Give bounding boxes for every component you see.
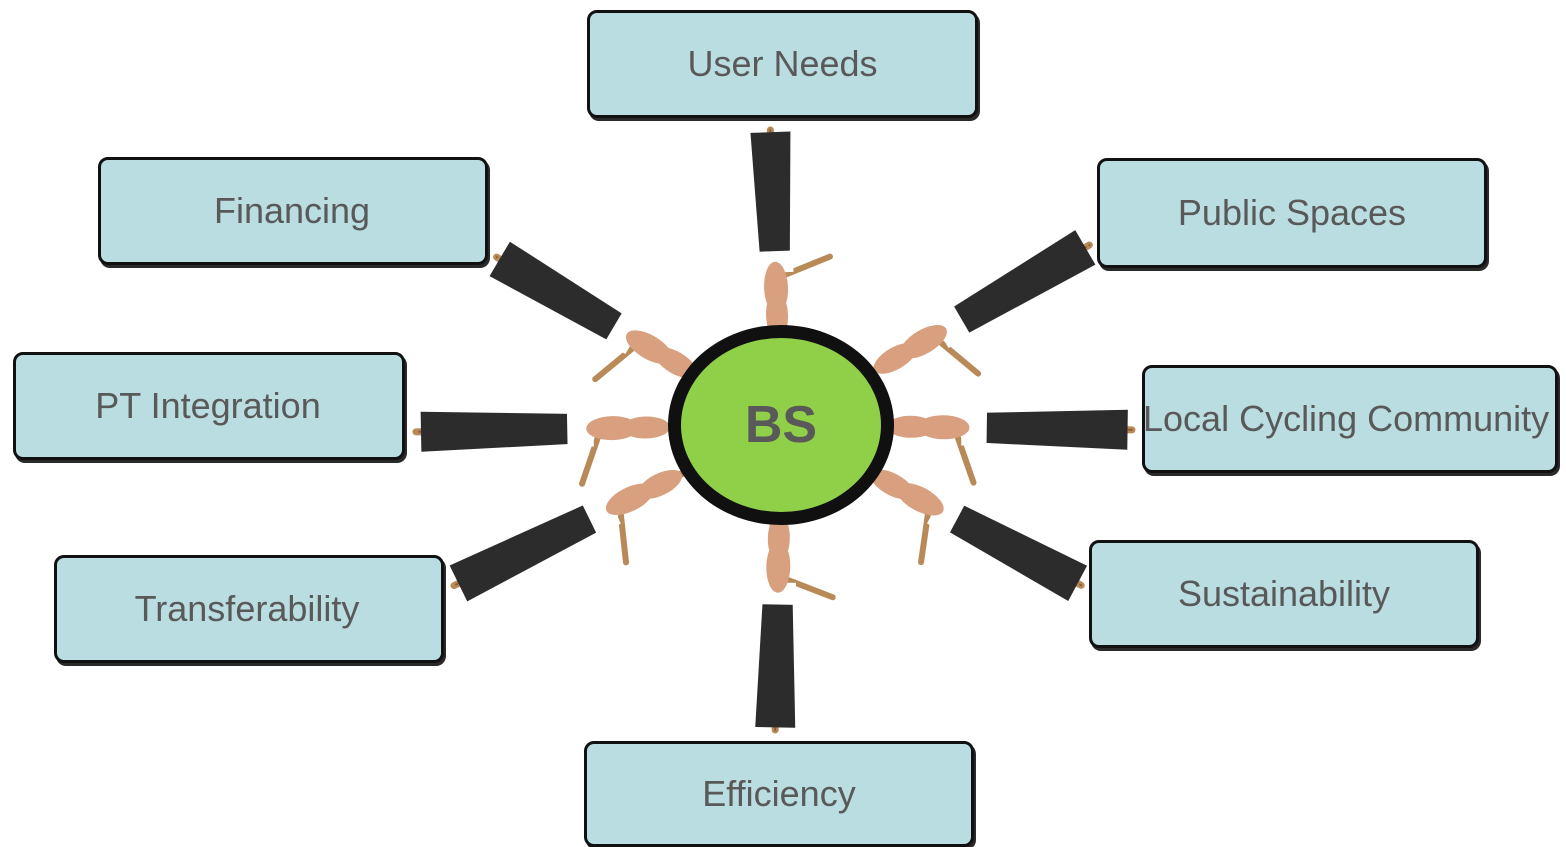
node-pt-integration: PT Integration: [13, 352, 405, 460]
cuff-transferability: [581, 491, 621, 536]
node-efficiency-label: Efficiency: [702, 773, 856, 814]
sleeve-sustainability: [946, 504, 1088, 602]
node-financing-label: Financing: [213, 190, 371, 231]
cuff-pt-integration: [566, 410, 594, 447]
node-financing: Financing: [98, 157, 488, 265]
node-transferability: Transferability: [54, 555, 444, 663]
hand-back-pt-integration: [586, 416, 639, 441]
cuff-public-spaces: [930, 304, 971, 349]
node-pt-integration-label: PT Integration: [95, 385, 321, 426]
sleeve-pt-integration: [420, 411, 572, 452]
node-sustainability-label: Sustainability: [1177, 573, 1391, 614]
hand-back-public-spaces: [900, 325, 947, 359]
sleeve-local-cycling-community: [982, 409, 1128, 450]
sleeve-user-needs: [750, 131, 791, 255]
node-local-cycling-community: Local Cycling Community: [1142, 365, 1558, 473]
node-public-spaces-label: Public Spaces: [1177, 192, 1407, 233]
node-sustainability: Sustainability: [1089, 540, 1479, 648]
center-bs-circle: BS: [668, 325, 894, 525]
node-public-spaces: Public Spaces: [1097, 158, 1487, 268]
sleeve-public-spaces: [950, 230, 1096, 335]
node-efficiency: Efficiency: [584, 741, 974, 847]
hand-back-sustainability: [896, 483, 944, 516]
cuff-local-cycling-community: [961, 409, 988, 446]
hand-back-financing: [625, 330, 673, 364]
cuff-efficiency: [759, 582, 796, 605]
hand-back-user-needs: [764, 261, 789, 314]
node-user-needs-label: User Needs: [687, 43, 878, 84]
pulling-arms: [420, 131, 1128, 728]
node-transferability-label: Transferability: [134, 588, 360, 629]
node-user-needs: User Needs: [587, 10, 978, 118]
sleeve-financing: [489, 241, 625, 342]
center-bs-label: BS: [744, 396, 818, 454]
node-local-cycling-community-label: Local Cycling Community: [1143, 398, 1550, 439]
hand-back-local-cycling-community: [917, 415, 970, 440]
hand-back-transferability: [605, 483, 654, 515]
cuff-financing: [604, 310, 644, 354]
hand-back-efficiency: [766, 540, 791, 593]
cuff-sustainability: [927, 491, 966, 535]
sleeve-efficiency: [755, 601, 796, 728]
sleeve-transferability: [449, 503, 600, 602]
